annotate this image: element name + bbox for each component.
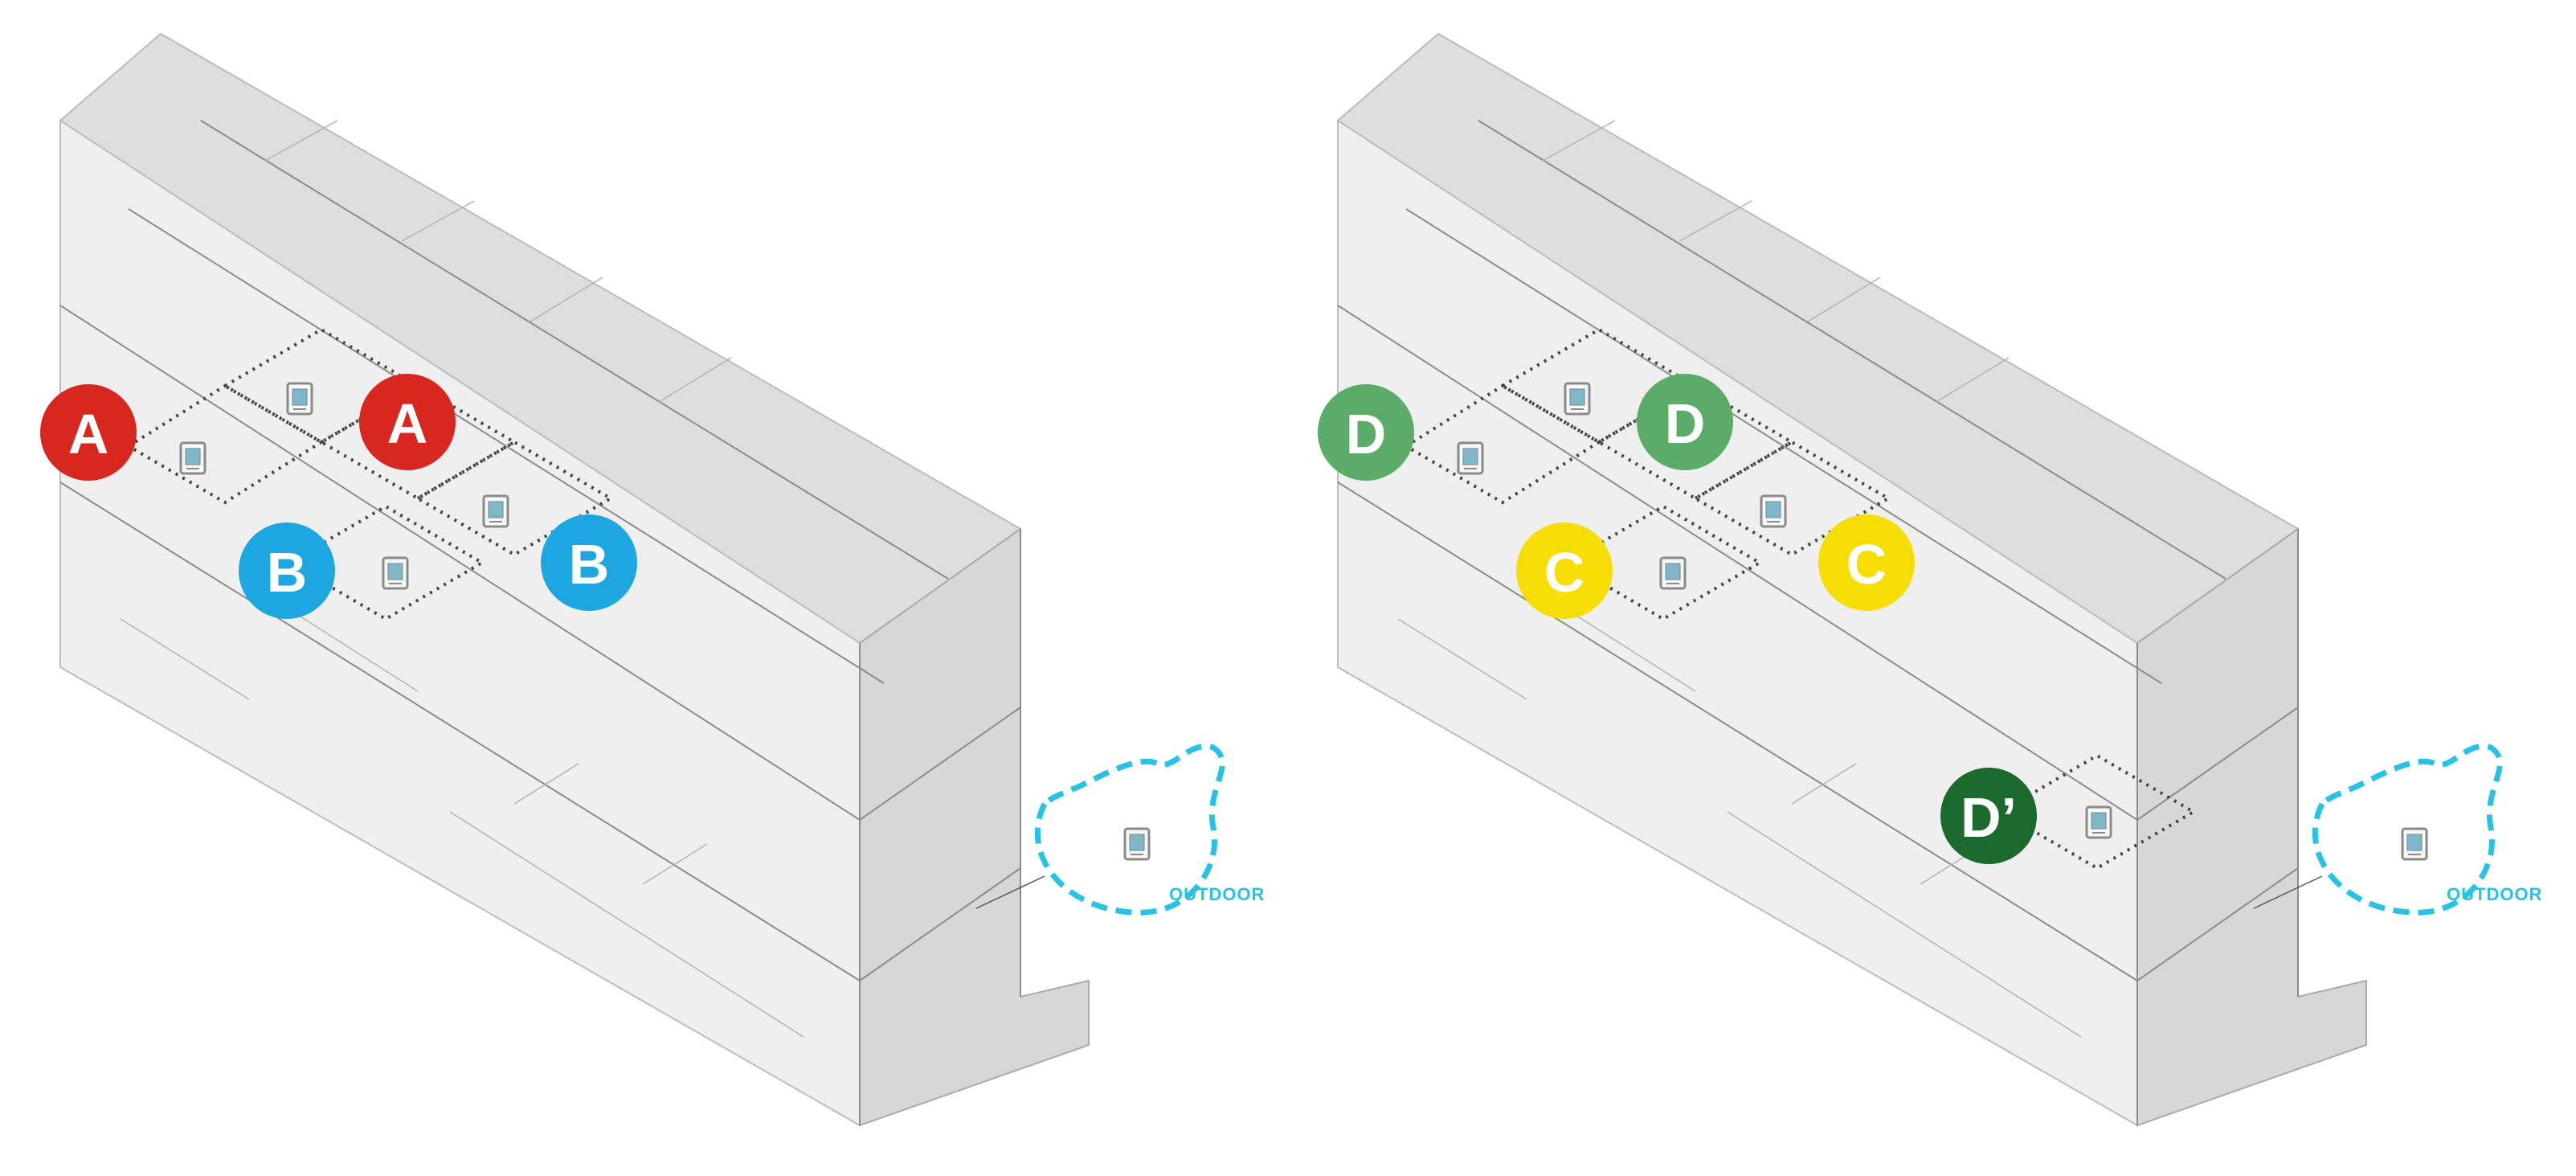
zone-a-marker (40, 384, 137, 481)
zone-marker-label: C (1846, 533, 1887, 596)
zone-c-marker (1818, 514, 1915, 611)
sensor-icon (482, 494, 509, 528)
zone-b-marker (541, 514, 637, 611)
right-building: OUTDOOR D D C C D’ (1318, 32, 2542, 1127)
sensor-icon (2085, 805, 2112, 839)
zone-a-marker (359, 374, 456, 470)
left-outdoor-boundary (975, 743, 1225, 916)
sensor-icon (1457, 441, 1484, 475)
zone-marker-label: C (1544, 541, 1585, 604)
left-building-side-face (859, 527, 1090, 1127)
zone-d-prime-marker (1940, 768, 2037, 864)
right-zone-markers: D D C C D’ (1318, 374, 2037, 864)
outdoor-label: OUTDOOR (2447, 884, 2542, 904)
zone-marker-label: D (1665, 392, 1706, 455)
right-building-side-face (2136, 527, 2367, 1127)
outdoor-sensor-icon (2401, 827, 2428, 861)
zone-marker-label: A (68, 403, 109, 465)
left-floor-lines (59, 120, 1021, 1125)
right-outdoor-boundary (2253, 743, 2503, 916)
sensor-icon (286, 382, 313, 416)
zone-d-marker (1637, 374, 1733, 470)
zone-marker-label: B (267, 541, 308, 604)
sensor-icon (1659, 556, 1687, 590)
zone-c-marker (1516, 522, 1613, 619)
zone-marker-label: D (1346, 403, 1387, 465)
sensor-icon (179, 441, 206, 475)
outdoor-sensor-icon (1123, 827, 1151, 861)
outdoor-label: OUTDOOR (1169, 884, 1265, 904)
left-building: OUTDOOR A A B B (40, 32, 1265, 1127)
sensor-icon (1760, 494, 1787, 528)
sensor-icon (1564, 382, 1591, 416)
sensor-icon (382, 556, 409, 590)
right-floor-lines (1337, 120, 2299, 1125)
left-zone-markers: A A B B (40, 374, 637, 619)
zone-b-marker (239, 522, 335, 619)
zone-marker-label: A (387, 392, 428, 455)
zone-d-marker (1318, 384, 1414, 481)
zone-marker-label: B (569, 533, 610, 596)
zone-marker-label: D’ (1961, 786, 2017, 849)
